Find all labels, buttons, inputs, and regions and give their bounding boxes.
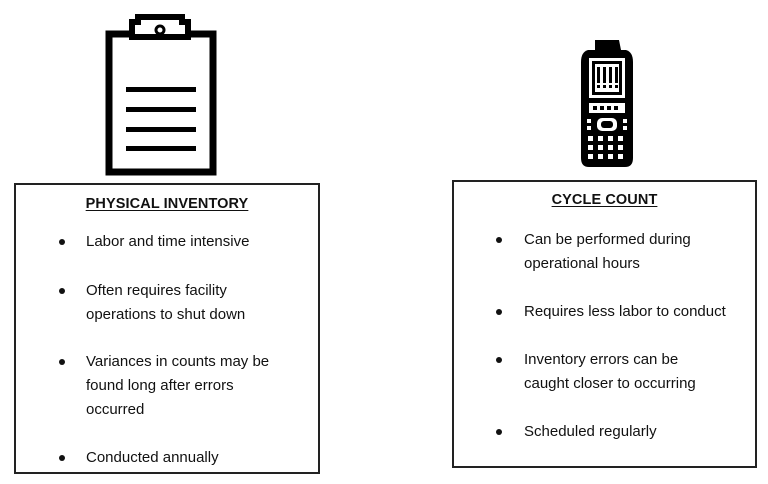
list-item: Conducted annually — [86, 449, 219, 466]
panel-title: PHYSICAL INVENTORY — [85, 196, 249, 212]
list-item: Inventory errors can be caught closer to… — [524, 351, 696, 392]
list-item: Variances in counts may be found long af… — [86, 353, 270, 418]
list-item: Scheduled regularly — [524, 423, 657, 440]
bullet-icon — [59, 359, 65, 365]
bullet-icon — [59, 455, 65, 461]
bullet-icon — [496, 357, 502, 363]
cycle-count-panel: CYCLE COUNT Can be performed during oper… — [452, 180, 757, 468]
bullet-icon — [496, 429, 502, 435]
clipboard-icon — [105, 14, 217, 176]
list-item: Labor and time intensive — [86, 233, 250, 250]
list-item: Often requires facility operations to sh… — [86, 282, 246, 323]
bullet-icon — [59, 288, 65, 294]
list-item: Requires less labor to conduct — [524, 303, 726, 320]
bullet-icon — [496, 237, 502, 243]
physical-inventory-panel: PHYSICAL INVENTORY Labor and time intens… — [14, 183, 320, 474]
bullet-icon — [496, 309, 502, 315]
list-item: Can be performed during operational hour… — [524, 231, 691, 272]
panel-title: CYCLE COUNT — [551, 192, 658, 208]
bullet-icon — [59, 239, 65, 245]
barcode-scanner-icon — [581, 40, 633, 167]
